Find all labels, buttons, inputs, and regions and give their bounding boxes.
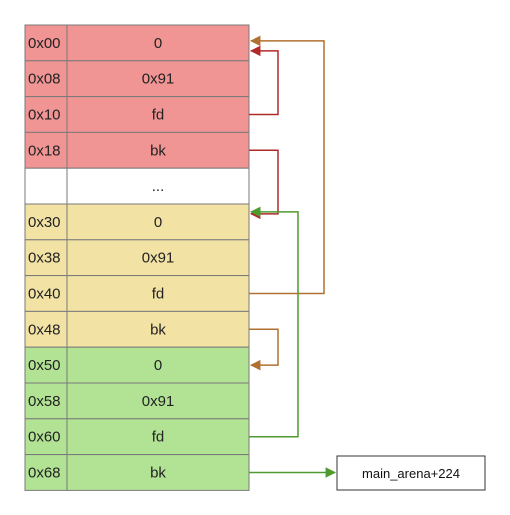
memory-row: 0x30 0	[24, 203, 250, 241]
address-cell	[24, 346, 68, 384]
address-cell	[24, 203, 68, 241]
address-label: 0x48	[28, 321, 61, 338]
address-cell	[24, 310, 68, 348]
memory-row: 0x08 0x91	[24, 60, 250, 98]
memory-row: 0x48 bk	[24, 310, 250, 348]
value-label: 0x91	[142, 250, 175, 267]
memory-row: 0x00 0	[24, 24, 250, 62]
arrow-fd-0x10-to-0x00	[249, 45, 279, 116]
value-cell	[66, 24, 250, 62]
value-label: ...	[152, 178, 165, 195]
address-label: 0x08	[28, 71, 61, 88]
address-cell	[24, 275, 68, 312]
memory-row: 0x60 fd	[24, 418, 250, 456]
memory-rows: 0x00 0 0x08 0x91 0x10 fd 0x18 bk... 0x30 0 0x38 0x9…	[24, 24, 250, 491]
value-label: 0	[154, 35, 162, 52]
memory-row: 0x10 fd	[24, 96, 250, 133]
value-label: fd	[152, 429, 165, 446]
main-arena-box	[336, 455, 486, 491]
address-label: 0x30	[28, 214, 61, 231]
address-label: 0x60	[28, 429, 61, 446]
value-cell	[66, 96, 250, 133]
memory-row: 0x38 0x91	[24, 239, 250, 277]
address-label: 0x40	[28, 286, 61, 303]
value-label: 0x91	[142, 393, 175, 410]
memory-row: 0x58 0x91	[24, 382, 250, 420]
value-label: 0	[154, 214, 162, 231]
value-label: 0x91	[142, 71, 175, 88]
address-cell	[24, 24, 68, 62]
address-label: 0x18	[28, 142, 61, 159]
memory-row: 0x40 fd	[24, 275, 250, 312]
arrow-bk-0x18-to-0x30	[249, 149, 279, 220]
address-cell	[24, 382, 68, 420]
address-cell	[24, 239, 68, 277]
arrow-fd-0x40-to-0x00	[249, 35, 325, 295]
value-cell	[66, 203, 250, 241]
address-label: 0x58	[28, 393, 61, 410]
memory-row: 0x68 bk	[24, 454, 250, 491]
value-label: fd	[152, 107, 165, 124]
address-label: 0x00	[28, 35, 61, 52]
arrow-fd-0x60-to-0x30	[249, 206, 299, 438]
address-label: 0x38	[28, 250, 61, 267]
memory-row: ...	[24, 167, 250, 205]
address-cell	[24, 418, 68, 456]
external-target: main_arena+224	[336, 455, 486, 491]
pointer-arrows	[249, 35, 337, 478]
value-cell	[66, 382, 250, 420]
value-label: 0	[154, 357, 162, 374]
memory-row: 0x50 0	[24, 346, 250, 384]
value-label: fd	[152, 286, 165, 303]
memory-row: 0x18 bk	[24, 131, 250, 169]
main-arena-label: main_arena+224	[362, 466, 460, 481]
address-label: 0x68	[28, 465, 61, 482]
address-label: 0x10	[28, 107, 61, 124]
value-label: bk	[150, 465, 166, 482]
value-cell	[66, 346, 250, 384]
value-cell	[66, 454, 250, 491]
value-label: bk	[150, 321, 166, 338]
value-label: bk	[150, 142, 166, 159]
value-cell	[66, 131, 250, 169]
arrow-bk-0x48-to-0x50	[249, 328, 279, 371]
address-label: 0x50	[28, 357, 61, 374]
value-cell	[66, 310, 250, 348]
address-cell	[24, 167, 68, 205]
value-cell	[66, 418, 250, 456]
value-cell	[66, 60, 250, 98]
